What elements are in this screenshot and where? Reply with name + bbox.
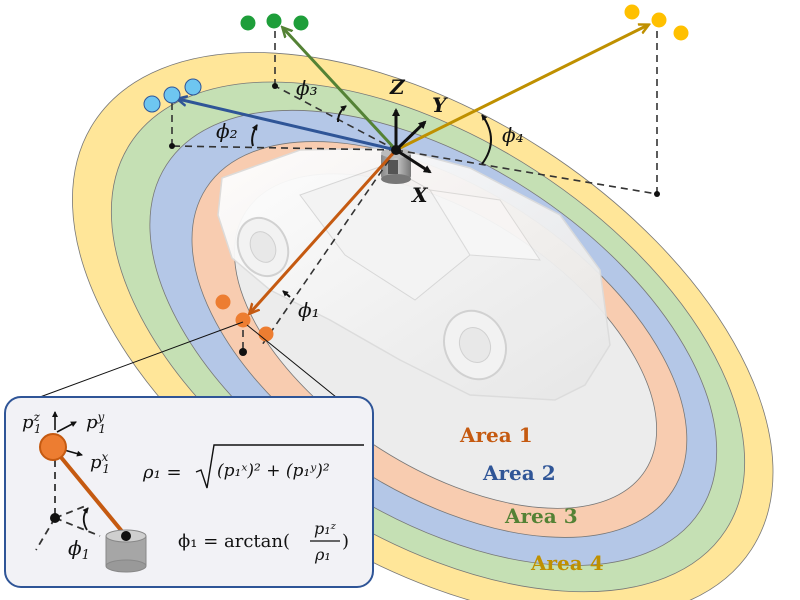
phi3-label: ϕ₃ — [296, 76, 318, 100]
x-axis-arrow — [395, 148, 432, 174]
phi-formula-lhs: ϕ₁ = arctan( — [178, 531, 290, 552]
point — [143, 95, 161, 113]
ray-area-3 — [283, 28, 398, 152]
point — [258, 326, 274, 342]
phi-formula: ϕ₁ = arctan( p₁ᶻ ρ₁ ) — [178, 519, 349, 564]
point — [235, 312, 251, 328]
ray-area-4 — [395, 25, 648, 152]
phi2-label: ϕ₂ — [216, 119, 238, 143]
sensor-axes — [392, 108, 432, 174]
rho-formula-rhs: (p₁ˣ)² + (p₁ʸ)² — [217, 461, 330, 481]
inset-ray — [53, 448, 127, 537]
point — [651, 12, 667, 28]
callout-line — [246, 324, 337, 398]
phi-formula-num: p₁ᶻ — [314, 519, 337, 538]
point — [266, 13, 282, 29]
area-4-label: Area 4 — [530, 551, 604, 575]
inset-point — [39, 433, 67, 461]
points-area-4 — [624, 4, 689, 41]
projection-dot-4 — [654, 191, 660, 197]
point — [163, 86, 181, 104]
rho-formula: ρ₁ = (p₁ˣ)² + (p₁ʸ)² — [142, 444, 364, 489]
ray-area-1 — [250, 148, 398, 313]
projection-dot-3 — [272, 83, 278, 89]
projection-dot-1 — [239, 348, 247, 356]
point — [293, 15, 309, 31]
y-axis-arrow — [394, 120, 427, 152]
x-axis-label: X — [410, 183, 429, 207]
point — [624, 4, 640, 20]
point — [240, 15, 256, 31]
z-axis-label: Z — [389, 75, 406, 99]
car-model — [217, 147, 611, 401]
area-2-label: Area 2 — [482, 461, 556, 485]
phi-formula-den: ρ₁ — [314, 545, 331, 564]
inset-sensor — [105, 529, 147, 573]
points-area-2 — [143, 78, 202, 113]
point — [673, 25, 689, 41]
rho-formula-lhs: ρ₁ = — [142, 462, 182, 483]
projection-lines — [171, 22, 658, 350]
sensor-origin — [391, 145, 401, 155]
callout-line — [39, 321, 244, 398]
phi-formula-close: ) — [342, 531, 349, 552]
inset-phi-label: ϕ1 — [68, 536, 90, 563]
point — [215, 294, 231, 310]
point — [184, 78, 202, 96]
y-axis-label: Y — [432, 93, 448, 117]
phi1-label: ϕ₁ — [298, 298, 320, 322]
phi4-label: ϕ₄ — [502, 123, 524, 147]
projection-dot-2 — [169, 143, 175, 149]
angle-arcs — [251, 105, 492, 298]
area-3-label: Area 3 — [504, 504, 578, 528]
points-area-3 — [240, 13, 309, 31]
ray-area-2 — [178, 99, 397, 152]
area-1-label: Area 1 — [459, 423, 533, 447]
